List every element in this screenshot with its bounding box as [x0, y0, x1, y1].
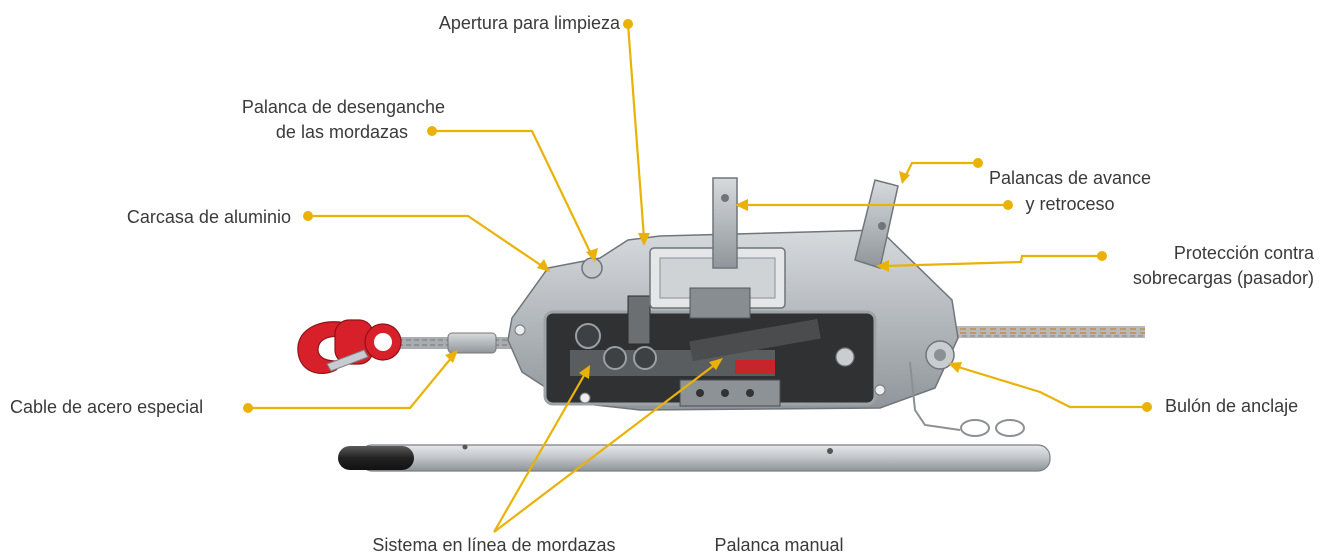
- label-palancas-avance-line1: Palancas de avance: [988, 168, 1152, 188]
- right-steel-cable: [930, 326, 1145, 338]
- label-proteccion-line2: sobrecargas (pasador): [1132, 268, 1314, 288]
- leader-palancas-top: [904, 161, 978, 178]
- safety-chain: [909, 361, 1025, 437]
- manual-lever-tube: [338, 444, 1051, 472]
- label-palanca-desenganche-line1: Palanca de desenganche: [241, 97, 445, 117]
- leader-arrowheads: [445, 171, 962, 379]
- leader-bulon: [954, 364, 1147, 409]
- leader-lines: [248, 23, 1147, 533]
- arrow-sistema-right: [709, 358, 723, 370]
- arrow-desenganche: [586, 248, 598, 262]
- label-palanca-desenganche-line2: de las mordazas: [275, 122, 408, 142]
- label-proteccion-line1: Protección contra: [1173, 243, 1314, 263]
- label-palancas-avance-line2: y retroceso: [1025, 194, 1115, 214]
- leader-sistema-right: [493, 362, 718, 533]
- leader-proteccion: [883, 254, 1102, 268]
- label-palanca-manual: Palanca manual: [714, 535, 844, 555]
- arrow-sistema-left: [579, 365, 590, 379]
- arrow-cable: [445, 350, 458, 363]
- label-sistema-mordazas: Sistema en línea de mordazas: [372, 535, 616, 555]
- arrow-carcasa: [537, 259, 550, 272]
- leader-cable: [248, 356, 453, 410]
- aluminium-housing: [507, 229, 959, 411]
- label-carcasa: Carcasa de aluminio: [126, 207, 291, 227]
- arrow-palancas-mid: [735, 199, 748, 211]
- label-bulon: Bulón de anclaje: [1165, 396, 1299, 416]
- reverse-lever: [854, 179, 899, 269]
- arrow-proteccion: [876, 260, 889, 272]
- arrow-palancas-top: [899, 171, 910, 184]
- arrow-bulon: [948, 362, 962, 373]
- leader-apertura: [626, 23, 646, 239]
- hook: [297, 319, 402, 374]
- leader-desenganche: [432, 129, 593, 257]
- forward-lever: [712, 177, 738, 269]
- label-cable: Cable de acero especial: [10, 397, 204, 417]
- left-steel-cable: [390, 332, 515, 354]
- leader-dots: [243, 19, 1152, 413]
- leader-carcasa: [308, 214, 546, 269]
- arrow-apertura: [638, 233, 650, 246]
- leader-sistema-left: [493, 371, 587, 533]
- label-apertura: Apertura para limpieza: [438, 13, 620, 33]
